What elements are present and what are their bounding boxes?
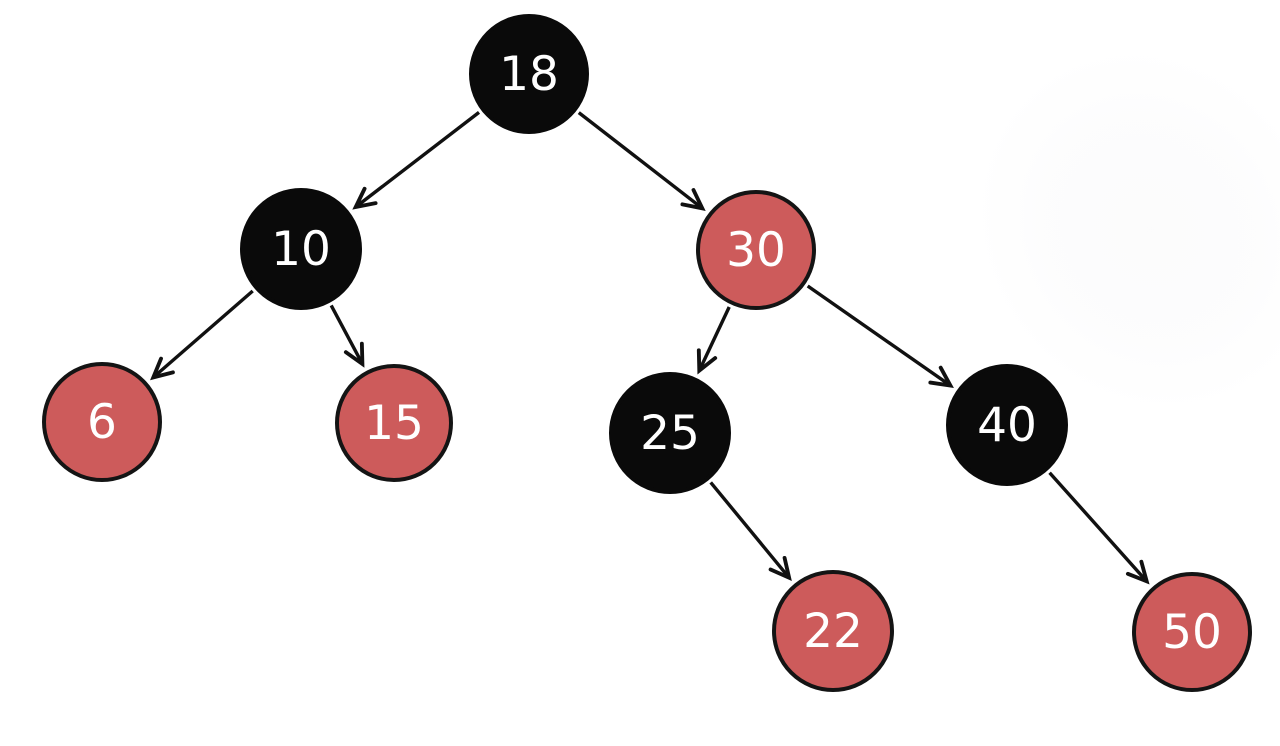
tree-node-50: 50	[1132, 572, 1252, 692]
edge-40-to-50	[1048, 471, 1150, 585]
tree-node-18: 18	[469, 14, 589, 134]
tree-node-40: 40	[946, 364, 1068, 486]
edge-10-to-6	[150, 289, 254, 381]
edge-18-to-10	[352, 111, 481, 210]
tree-node-6: 6	[42, 362, 162, 482]
tree-node-30: 30	[696, 190, 816, 310]
tree-node-25: 25	[609, 372, 731, 494]
node-value-label: 40	[977, 397, 1037, 453]
tree-node-15: 15	[335, 364, 453, 482]
node-value-label: 25	[640, 405, 700, 461]
edge-30-to-40	[806, 284, 954, 388]
edge-10-to-15	[329, 304, 365, 368]
edge-18-to-30	[577, 111, 706, 211]
edge-30-to-25	[696, 306, 731, 375]
node-value-label: 6	[87, 394, 117, 450]
tree-node-10: 10	[240, 188, 362, 310]
node-value-label: 15	[364, 395, 424, 451]
node-value-label: 22	[803, 603, 863, 659]
node-value-label: 30	[726, 222, 786, 278]
tree-node-22: 22	[772, 570, 894, 692]
node-value-label: 50	[1162, 604, 1222, 660]
edge-25-to-22	[709, 481, 792, 582]
node-value-label: 18	[499, 46, 559, 102]
node-value-label: 10	[271, 221, 331, 277]
